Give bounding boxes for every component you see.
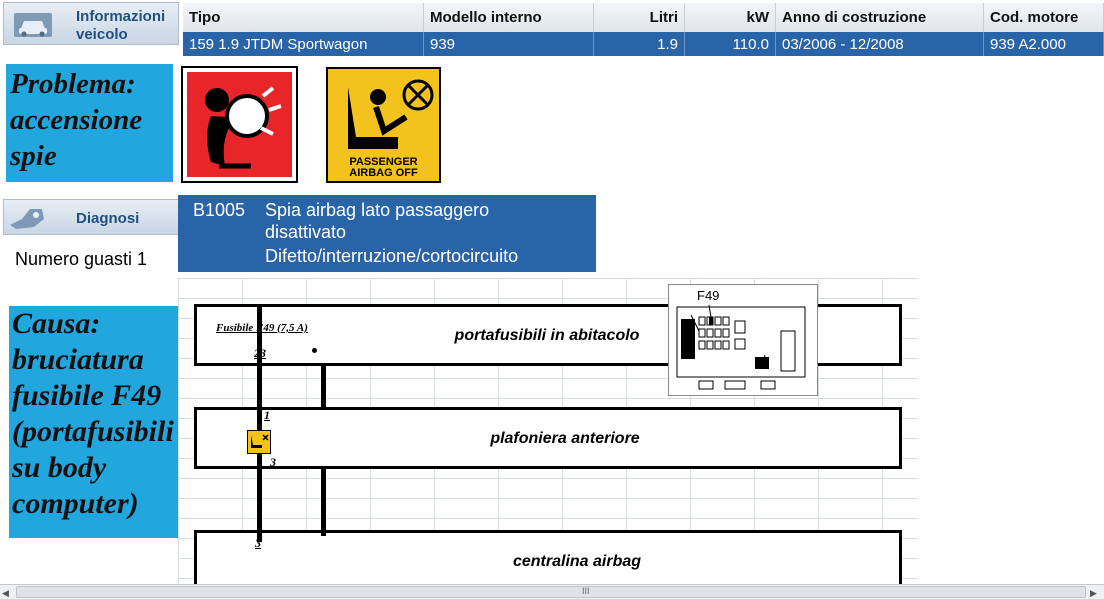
scrollbar-grip-icon: III xyxy=(582,586,590,596)
col-header-modello[interactable]: Modello interno xyxy=(424,3,594,34)
passenger-airbag-off-icon: PASSENGER AIRBAG OFF xyxy=(326,67,441,183)
wire-main xyxy=(257,304,262,542)
scroll-right-arrow-icon[interactable]: ▶ xyxy=(1090,588,1097,598)
col-header-tipo[interactable]: Tipo xyxy=(183,3,424,34)
vehicle-table: Tipo Modello interno Litri kW Anno di co… xyxy=(183,0,1104,58)
problem-note-text: Problema: accensione spie xyxy=(10,68,143,172)
airbag-warning-icon xyxy=(181,66,298,183)
wiring-diagram: portafusibili in abitacolo plafoniera an… xyxy=(178,278,918,592)
passenger-airbag-off-text: PASSENGER AIRBAG OFF xyxy=(349,156,418,179)
fault-code: B1005 xyxy=(193,200,246,220)
col-header-litri[interactable]: Litri xyxy=(594,3,685,34)
fuse-box-ref-label: F49 xyxy=(697,288,720,303)
vehicle-info-tab-label: Informazioni veicolo xyxy=(76,8,166,43)
diagnosis-tab-label: Diagnosi xyxy=(76,210,140,227)
passenger-airbag-small-icon xyxy=(247,430,271,454)
horizontal-scrollbar[interactable]: ◀ III ▶ xyxy=(0,584,1104,599)
scroll-left-arrow-icon[interactable]: ◀ xyxy=(2,588,9,598)
scrollbar-thumb[interactable]: III xyxy=(16,586,1086,598)
fuse-box-layout-diagram: F49 xyxy=(668,284,818,396)
component-front-ceiling-light[interactable]: plafoniera anteriore xyxy=(194,407,902,469)
col-header-kw[interactable]: kW xyxy=(685,3,776,34)
wire-secondary xyxy=(321,364,326,410)
cause-note-text: Causa: bruciatura fusibile F49 (portafus… xyxy=(12,307,174,520)
pin-3-ecu: 3 xyxy=(255,536,261,550)
fault-line-2: disattivato xyxy=(265,222,347,242)
diagnosis-tab[interactable]: Diagnosi xyxy=(3,199,179,235)
table-row-kw[interactable]: 110.0 xyxy=(685,32,776,56)
table-row-modello[interactable]: 939 xyxy=(424,32,594,56)
diagnosis-icon xyxy=(8,205,48,231)
component-label-fuse-box: portafusibili in abitacolo xyxy=(454,327,640,344)
col-header-anno[interactable]: Anno di costruzione xyxy=(776,3,984,34)
fault-count: Numero guasti 1 xyxy=(15,249,148,269)
vehicle-info-tab[interactable]: Informazioni veicolo xyxy=(3,2,179,45)
component-label-airbag-ecu: centralina airbag xyxy=(512,553,642,570)
table-row-tipo[interactable]: 159 1.9 JTDM Sportwagon xyxy=(183,32,424,56)
wire-secondary-lower xyxy=(321,468,326,536)
car-icon xyxy=(12,11,54,39)
col-header-cod-motore[interactable]: Cod. motore xyxy=(984,3,1104,34)
fault-line-3: Difetto/interruzione/cortocircuito xyxy=(265,246,519,266)
component-airbag-ecu[interactable]: centralina airbag xyxy=(194,530,902,592)
wire-dot xyxy=(312,348,317,353)
problem-note: Problema: accensione spie xyxy=(6,64,173,182)
pin-3-light: 3 xyxy=(270,455,276,469)
table-row-litri[interactable]: 1.9 xyxy=(594,32,685,56)
component-label-ceiling-light: plafoniera anteriore xyxy=(490,430,640,447)
fuse-label: Fusibile F49 (7,5 A) xyxy=(216,322,308,334)
fault-description-box[interactable]: B1005 Spia airbag lato passaggero disatt… xyxy=(178,195,596,272)
cause-note: Causa: bruciatura fusibile F49 (portafus… xyxy=(9,306,191,538)
pin-1: 1 xyxy=(264,408,270,422)
table-row-cod-motore[interactable]: 939 A2.000 xyxy=(984,32,1104,56)
pin-23: 23 xyxy=(254,346,266,360)
fault-line-1: Spia airbag lato passaggero xyxy=(265,200,490,220)
table-row-anno[interactable]: 03/2006 - 12/2008 xyxy=(776,32,984,56)
